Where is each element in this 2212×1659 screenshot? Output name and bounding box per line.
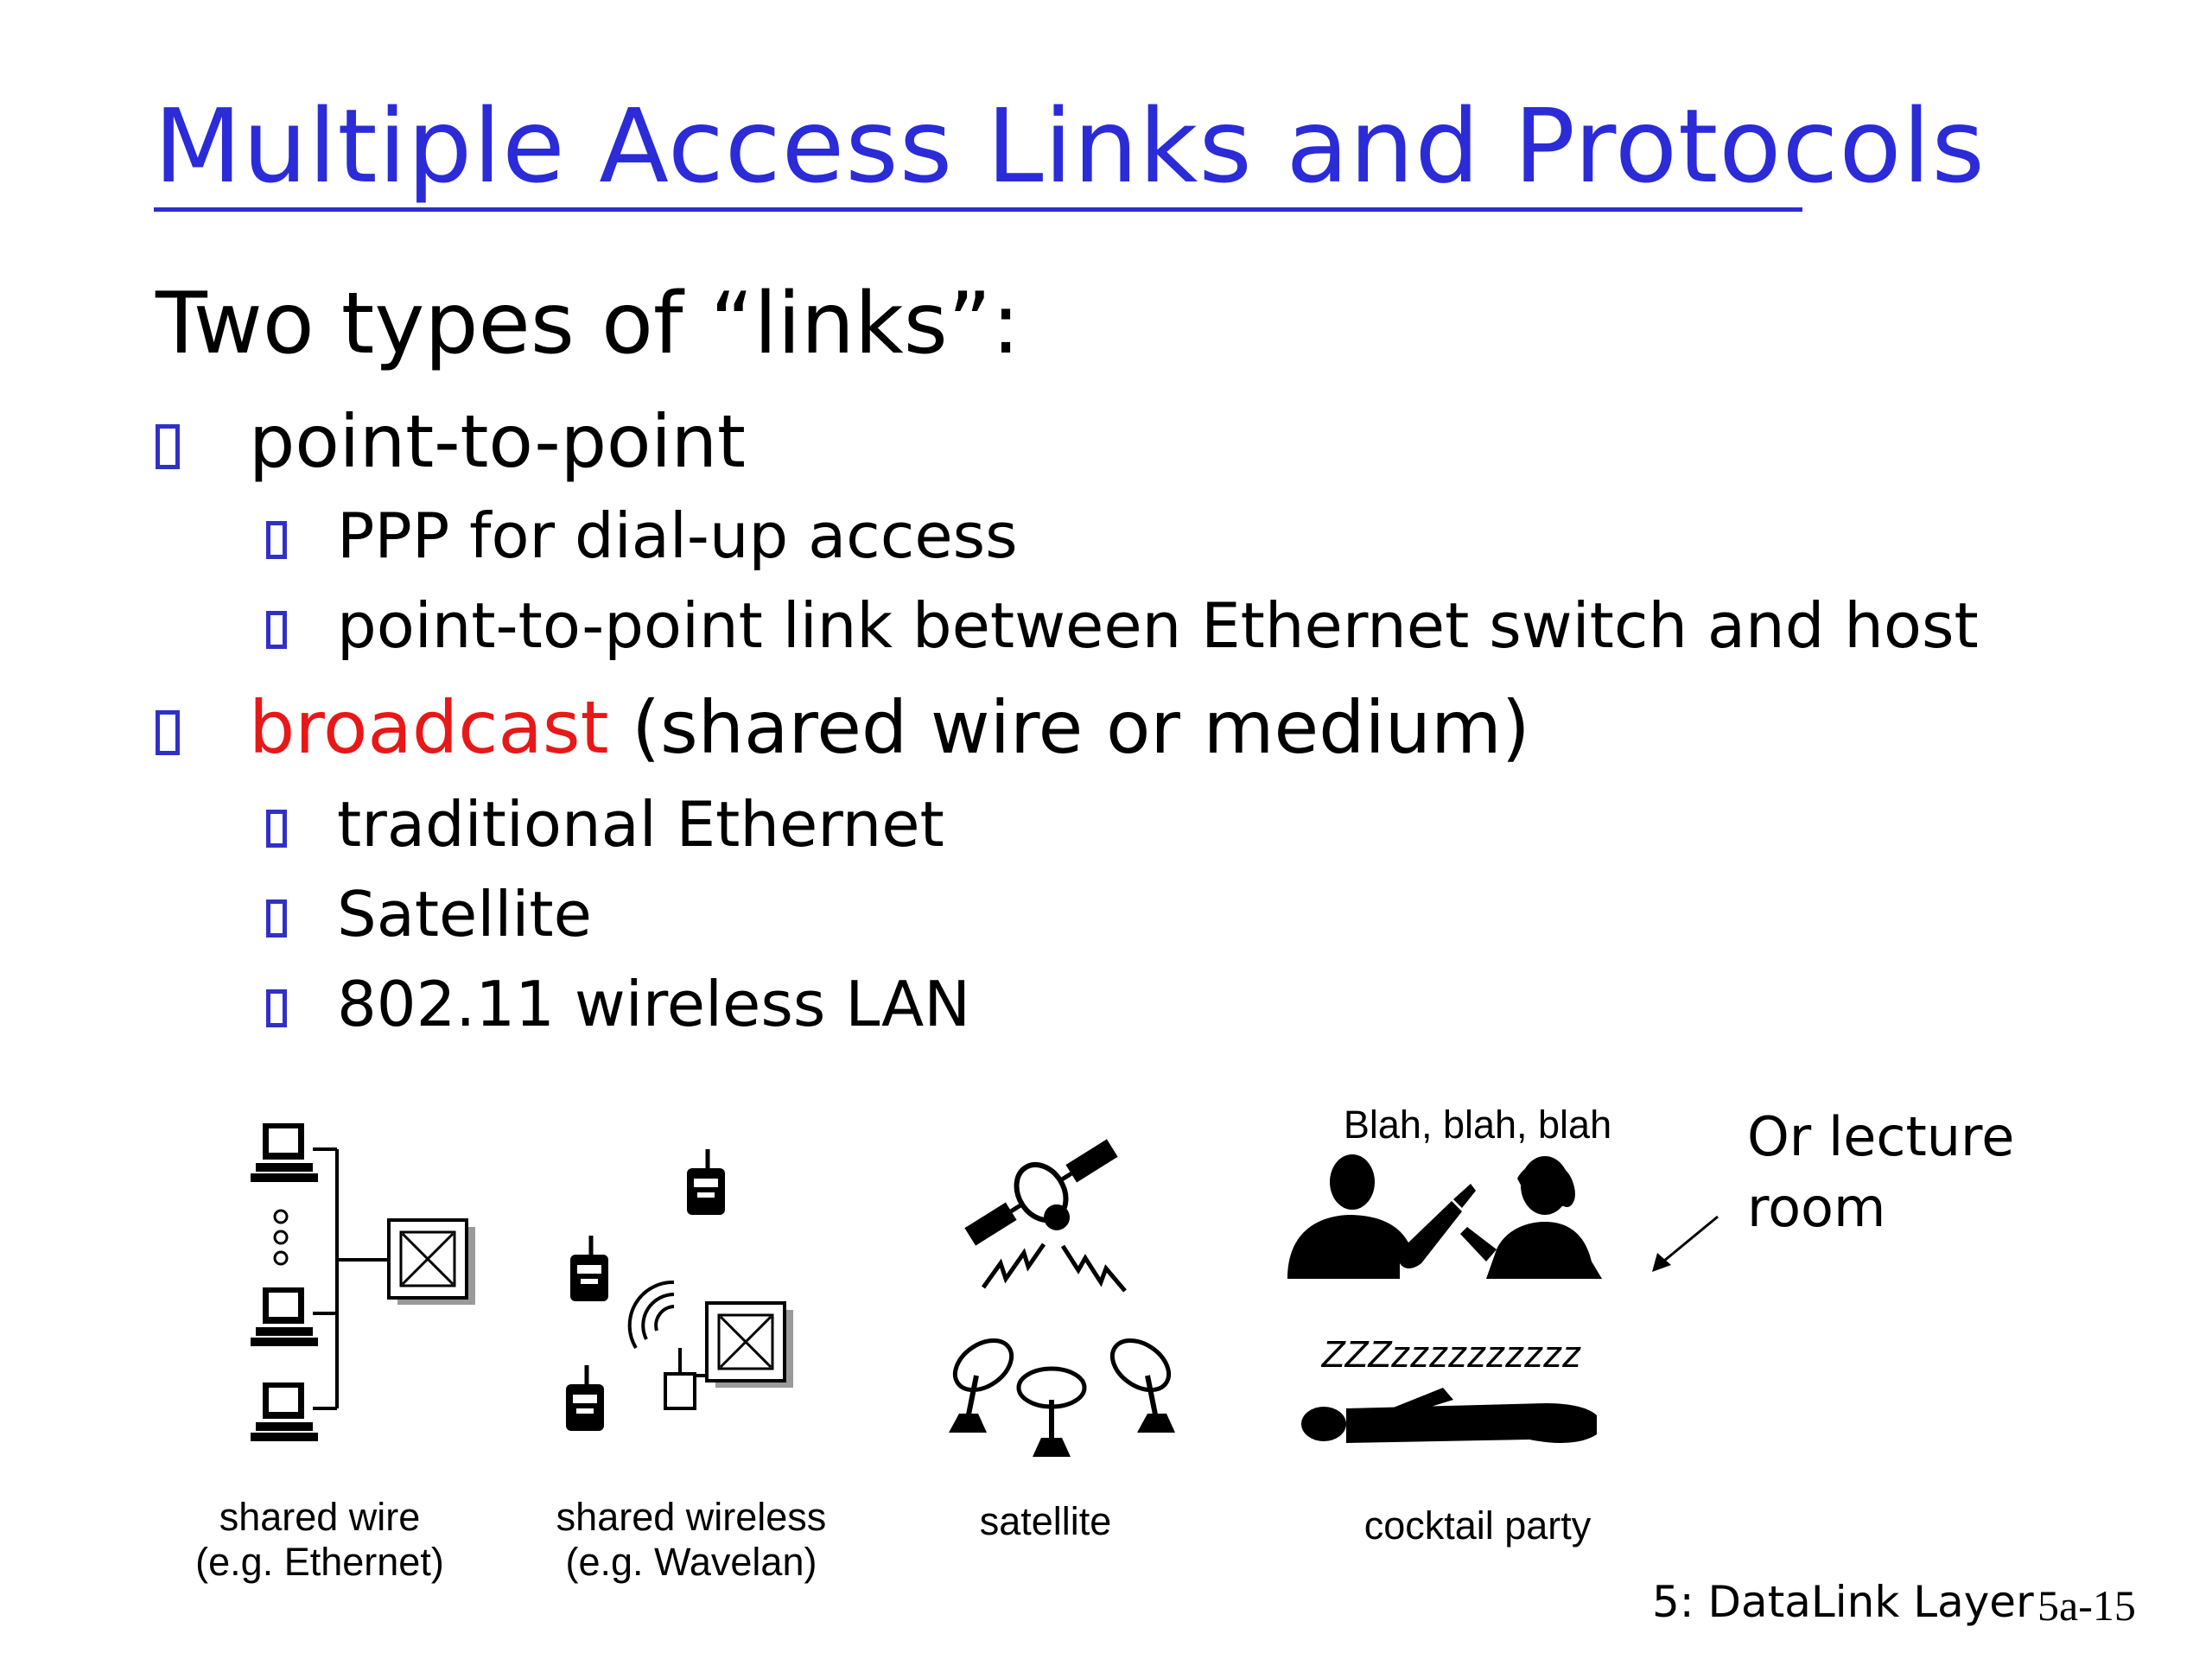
shared-bus-wire — [313, 1147, 389, 1410]
bullet-square-icon — [156, 424, 180, 470]
talking-man-icon — [1287, 1154, 1476, 1279]
dish-antenna-icon — [1109, 1338, 1175, 1433]
computer-icon — [251, 1123, 318, 1182]
dish-antenna-icon — [949, 1338, 1014, 1433]
radio-device-icon — [566, 1365, 604, 1431]
wireless-signal-icon — [627, 1280, 675, 1350]
cocktail-party-figure: ZZZzzzzzzzzzz — [1270, 1149, 1633, 1478]
shared-wireless-figure — [553, 1149, 812, 1469]
satellite-icon — [964, 1139, 1118, 1246]
title-underline — [154, 207, 1802, 212]
bullet-square-icon — [266, 989, 287, 1028]
dish-antenna-icon — [1016, 1366, 1087, 1457]
switch-icon — [387, 1218, 475, 1305]
slide-number: 5a-15 — [2037, 1581, 2136, 1630]
bullet-square-icon — [266, 611, 287, 650]
computer-icon — [251, 1382, 318, 1441]
talking-woman-icon — [1460, 1156, 1602, 1279]
sub-bullet-satellite: Satellite — [266, 878, 592, 950]
sleep-text: ZZZzzzzzzzzzz — [1321, 1333, 1582, 1376]
computer-icon — [251, 1287, 318, 1346]
bullet-broadcast: broadcast (shared wire or medium) — [156, 685, 1530, 770]
sub-bullet-ethernet-switch: point-to-point link between Ethernet swi… — [266, 589, 1979, 662]
slide-title: Multiple Access Links and Protocols — [154, 86, 1986, 206]
shared-wire-caption: shared wire (e.g. Ethernet) — [195, 1495, 444, 1584]
sub-bullet-wireless-lan: 802.11 wireless LAN — [266, 968, 970, 1040]
bullet-square-icon — [266, 899, 287, 938]
signal-bolt-icon — [981, 1243, 1127, 1293]
sub-bullet-traditional-ethernet: traditional Ethernet — [266, 788, 944, 861]
bullet-label-highlight: broadcast — [249, 685, 609, 770]
blah-speech-text: Blah, blah, blah — [1343, 1103, 1612, 1147]
chapter-footer: 5: DataLink Layer — [1652, 1577, 2034, 1627]
lecture-room-note: Or lecture room — [1747, 1105, 2015, 1239]
satellite-caption: satellite — [979, 1499, 1112, 1543]
radio-device-icon — [687, 1149, 725, 1215]
bullet-square-icon — [156, 710, 180, 756]
annotation-arrow — [1642, 1210, 1728, 1279]
bullet-square-icon — [266, 521, 287, 560]
cocktail-party-caption: cocktail party — [1363, 1503, 1592, 1548]
sleeping-man-icon — [1301, 1388, 1597, 1443]
intro-heading: Two types of “links”: — [156, 275, 1020, 373]
switch-icon — [705, 1301, 793, 1388]
access-point-icon — [664, 1348, 719, 1410]
bullet-label: point-to-point — [249, 399, 746, 484]
shared-wire-figure — [233, 1115, 493, 1469]
ellipsis-dots — [273, 1209, 289, 1266]
bullet-point-to-point: point-to-point — [156, 399, 746, 484]
bullet-square-icon — [266, 810, 287, 849]
radio-device-icon — [570, 1236, 608, 1301]
sub-bullet-ppp: PPP for dial-up access — [266, 499, 1018, 572]
shared-wireless-caption: shared wireless (e.g. Wavelan) — [556, 1495, 827, 1584]
satellite-figure — [899, 1115, 1210, 1478]
